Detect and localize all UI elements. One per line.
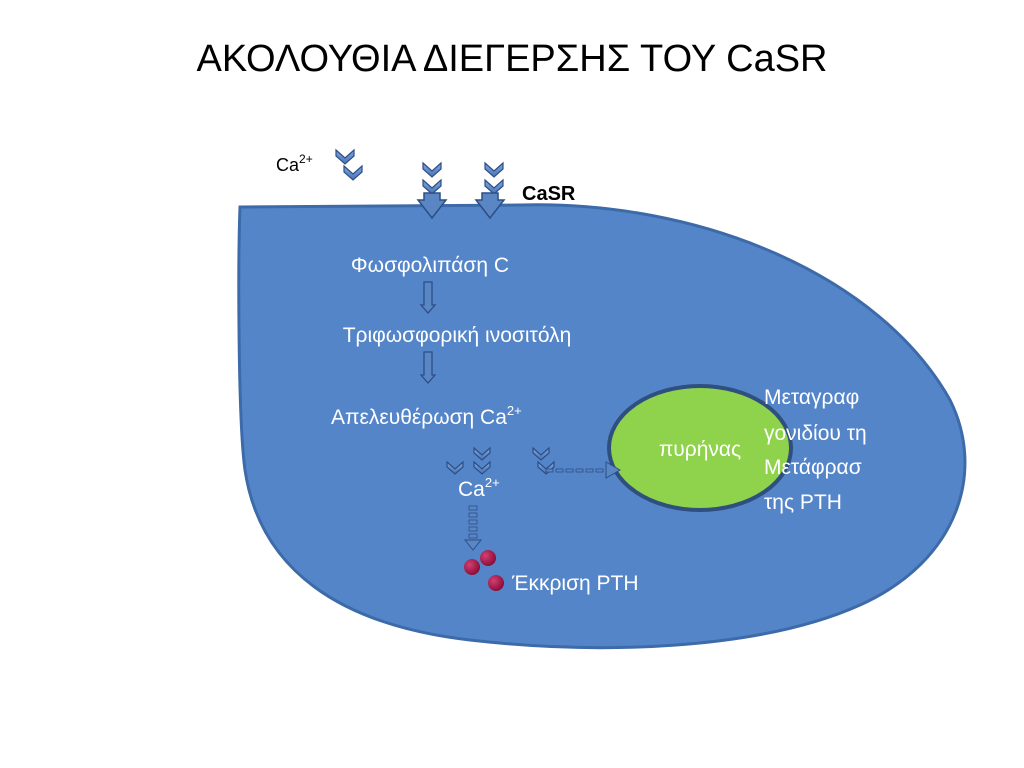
dash-segment bbox=[468, 526, 478, 532]
chevron-down-icon bbox=[422, 178, 442, 195]
arrow-down-icon bbox=[419, 281, 437, 314]
transcription-line-2: γονιδίου τη bbox=[764, 422, 867, 445]
transcription-line-3: Μετάφρασ bbox=[764, 456, 862, 479]
ca-release-sup: 2+ bbox=[507, 403, 522, 418]
dash-segment bbox=[565, 468, 574, 473]
pth-granule bbox=[480, 550, 496, 566]
nucleus-label: πυρήνας bbox=[659, 438, 741, 461]
transcription-line-4: της PTH bbox=[764, 491, 842, 514]
transcription-line-1: Μεταγραφ bbox=[764, 386, 859, 409]
phospholipase-c-label: Φωσφολιπάση C bbox=[351, 254, 509, 277]
pth-granule bbox=[488, 575, 504, 591]
dash-segment bbox=[468, 512, 478, 518]
chevron-down-icon bbox=[473, 460, 491, 475]
dash-segment bbox=[468, 519, 478, 525]
ca-outside-label: Ca2+ bbox=[276, 152, 313, 175]
chevron-down-icon bbox=[532, 446, 550, 461]
arrow-ip3-to-release bbox=[419, 351, 437, 384]
arrow-right-icon bbox=[605, 461, 622, 479]
dash-segment bbox=[468, 505, 478, 511]
ca-release-text: Απελευθέρωση Ca bbox=[331, 406, 507, 429]
cell-body bbox=[237, 203, 967, 650]
receptor-arrow-icon bbox=[474, 192, 506, 220]
dash-segment bbox=[575, 468, 584, 473]
ca-outside-sup: 2+ bbox=[299, 152, 313, 166]
casr-label: CaSR bbox=[522, 183, 576, 205]
chevron-down-icon bbox=[484, 178, 504, 195]
pth-granule bbox=[464, 559, 480, 575]
dash-segment bbox=[585, 468, 594, 473]
arrow-down-icon bbox=[463, 539, 483, 551]
ca-chevrons-outside bbox=[335, 148, 504, 195]
chevron-down-icon bbox=[484, 161, 504, 178]
receptor-arrows bbox=[416, 192, 506, 220]
pth-secretion-label: Έκκριση PTH bbox=[511, 572, 639, 595]
ca-inside-label: Ca2+ bbox=[458, 475, 500, 501]
nucleus bbox=[607, 384, 793, 512]
dash-segment bbox=[555, 468, 564, 473]
dash-segment bbox=[545, 468, 554, 473]
ca-inside-text: Ca bbox=[458, 478, 485, 501]
arrow-plc-to-ip3 bbox=[419, 281, 437, 314]
arrow-down-icon bbox=[419, 351, 437, 384]
dashed-arrow-to-nucleus bbox=[545, 461, 622, 479]
dashed-arrow-to-secretion bbox=[463, 505, 483, 551]
receptor-arrow-icon bbox=[416, 192, 448, 220]
chevron-down-icon bbox=[473, 446, 491, 461]
ca-release-label: Απελευθέρωση Ca2+ bbox=[331, 403, 522, 429]
chevron-down-icon bbox=[343, 164, 363, 181]
ca-outside-text: Ca bbox=[276, 155, 300, 175]
chevron-down-icon bbox=[422, 161, 442, 178]
dash-segment bbox=[595, 468, 604, 473]
chevron-down-icon bbox=[446, 460, 464, 475]
ca-inside-sup: 2+ bbox=[485, 475, 500, 490]
page-title: ΑΚΟΛΟΥΘΙΑ ΔΙΕΓΕΡΣΗΣ ΤΟΥ CaSR bbox=[196, 38, 828, 80]
dash-segment bbox=[468, 533, 478, 539]
ip3-label: Τριφωσφορική ινοσιτόλη bbox=[343, 324, 572, 347]
chevron-down-icon bbox=[335, 148, 355, 165]
